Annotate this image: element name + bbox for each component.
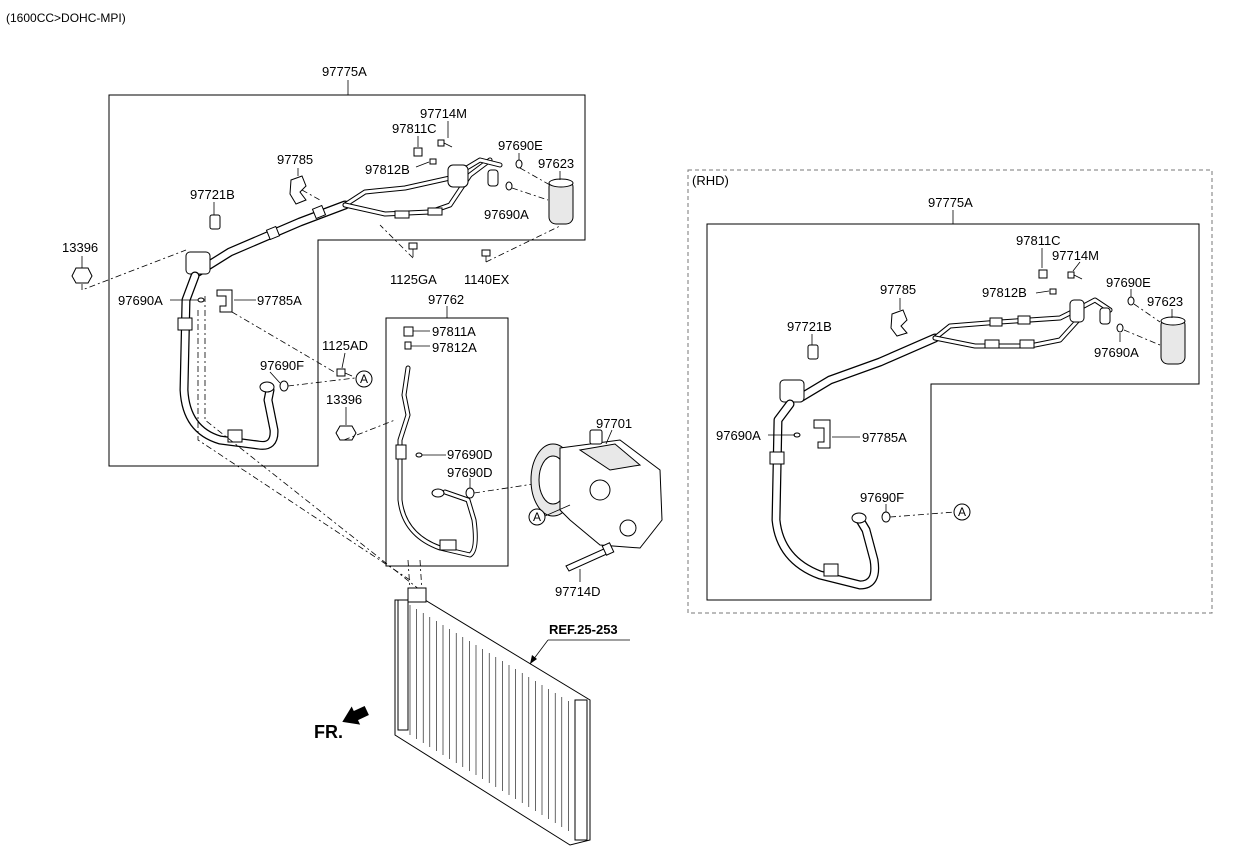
cap-97811a[interactable] — [403, 326, 414, 337]
label-97690a-right[interactable]: 97690A — [484, 207, 529, 222]
nut-13396-mid[interactable] — [335, 425, 357, 441]
rhd-label-97811c[interactable]: 97811C — [1016, 233, 1061, 248]
cap-97811c[interactable] — [413, 147, 423, 157]
label-97812a[interactable]: 97812A — [432, 340, 477, 355]
service-valve-fitting — [185, 251, 211, 275]
rhd-o-ring-97690f[interactable] — [881, 511, 891, 523]
rhd-label-97812b[interactable]: 97812B — [982, 285, 1027, 300]
bolt-97714m[interactable] — [437, 139, 453, 148]
label-97811c[interactable]: 97811C — [392, 121, 437, 136]
o-ring-97690a-upper[interactable] — [505, 181, 513, 191]
rhd-label-97785[interactable]: 97785 — [880, 282, 916, 297]
compressor-97701[interactable]: 97701 97714D A — [528, 416, 663, 599]
rhd-label-97690f[interactable]: 97690F — [860, 490, 904, 505]
ref-25-253-label[interactable]: REF.25-253 — [549, 622, 618, 637]
discharge-hose-assembly: 97762 97811A 97812A 97690D 97690D — [385, 292, 561, 593]
label-97623[interactable]: 97623 — [538, 156, 574, 171]
label-97721b[interactable]: 97721B — [190, 187, 235, 202]
rhd-title: (RHD) — [692, 173, 729, 188]
label-1140ex[interactable]: 1140EX — [464, 272, 510, 287]
bolt-1125ad[interactable] — [336, 368, 353, 377]
assembly-label-97762[interactable]: 97762 — [428, 292, 464, 307]
label-97690d-1[interactable]: 97690D — [447, 447, 493, 462]
label-97690e[interactable]: 97690E — [498, 138, 543, 153]
rhd-bracket-97785a[interactable] — [813, 419, 831, 449]
clamp-97785[interactable] — [289, 175, 307, 205]
rhd-clamp-97785[interactable] — [890, 309, 908, 337]
o-ring-97690d-2[interactable] — [465, 487, 475, 499]
label-1125ad[interactable]: 1125AD — [322, 338, 368, 353]
bolt-1125ga[interactable] — [408, 242, 418, 257]
main-suction-line-assembly: 97775A — [62, 64, 586, 591]
label-97785a[interactable]: 97785A — [257, 293, 302, 308]
bracket-97785a[interactable] — [216, 289, 233, 313]
engine-spec-header: (1600CC>DOHC-MPI) — [6, 11, 126, 25]
connection-marker-a-compressor[interactable]: A — [528, 508, 546, 526]
label-97785[interactable]: 97785 — [277, 152, 313, 167]
label-97812b[interactable]: 97812B — [365, 162, 410, 177]
connection-marker-a-main[interactable]: A — [355, 370, 373, 388]
label-97690f[interactable]: 97690F — [260, 358, 304, 373]
svg-text:A: A — [958, 505, 966, 519]
block-fitting — [447, 164, 469, 188]
receiver-drier-97623[interactable] — [548, 178, 574, 225]
rhd-label-97690a-right[interactable]: 97690A — [1094, 345, 1139, 360]
bolt-97714d[interactable] — [565, 542, 615, 572]
label-97811a[interactable]: 97811A — [432, 324, 476, 339]
rhd-o-ring-97690a-right[interactable] — [1116, 323, 1124, 333]
rhd-o-ring-97690e[interactable] — [1127, 296, 1135, 306]
o-ring-97690e[interactable] — [515, 159, 523, 169]
bolt-1140ex[interactable] — [481, 249, 491, 262]
rhd-label-97623[interactable]: 97623 — [1147, 294, 1183, 309]
label-97690d-2[interactable]: 97690D — [447, 465, 493, 480]
rhd-receiver-drier-97623[interactable] — [1160, 316, 1186, 365]
rhd-valve-core-97812b[interactable] — [1049, 288, 1057, 295]
assembly-label-97775a[interactable]: 97775A — [322, 64, 367, 79]
valve-core-97812b[interactable] — [429, 158, 437, 165]
label-97701[interactable]: 97701 — [596, 416, 632, 431]
label-97714m[interactable]: 97714M — [420, 106, 467, 121]
o-ring-97690f[interactable] — [279, 380, 289, 392]
rhd-cap-97811c[interactable] — [1038, 269, 1048, 279]
rhd-label-97690a-left[interactable]: 97690A — [716, 428, 761, 443]
rhd-bolt-97714m[interactable] — [1067, 271, 1083, 280]
valve-core-97812a[interactable] — [404, 341, 412, 350]
rhd-label-97690e[interactable]: 97690E — [1106, 275, 1151, 290]
rhd-label-97785a[interactable]: 97785A — [862, 430, 907, 445]
rhd-variant-panel: (RHD) 97775A — [687, 169, 1213, 614]
rhd-label-97714m[interactable]: 97714M — [1052, 248, 1099, 263]
rhd-label-97721b[interactable]: 97721B — [787, 319, 832, 334]
clip-97721b[interactable] — [209, 214, 221, 230]
o-ring-97690d-1[interactable] — [415, 452, 423, 458]
label-1125ga[interactable]: 1125GA — [390, 272, 437, 287]
label-13396-top[interactable]: 13396 — [62, 240, 98, 255]
nut-13396-upper[interactable] — [71, 267, 93, 284]
o-ring-97690a-lower[interactable] — [197, 297, 205, 303]
condenser-assembly[interactable]: REF.25-253 FR. — [314, 587, 630, 846]
label-97690a-left[interactable]: 97690A — [118, 293, 163, 308]
svg-text:FR.: FR. — [314, 722, 343, 742]
svg-text:A: A — [533, 510, 541, 524]
label-97714d[interactable]: 97714D — [555, 584, 601, 599]
front-direction-arrow: FR. — [314, 705, 369, 742]
svg-text:A: A — [360, 372, 368, 386]
rhd-clip-97721b[interactable] — [807, 344, 819, 360]
rhd-connection-marker-a[interactable]: A — [953, 503, 971, 521]
rhd-assembly-label-97775a[interactable]: 97775A — [928, 195, 973, 210]
label-13396-mid[interactable]: 13396 — [326, 392, 362, 407]
